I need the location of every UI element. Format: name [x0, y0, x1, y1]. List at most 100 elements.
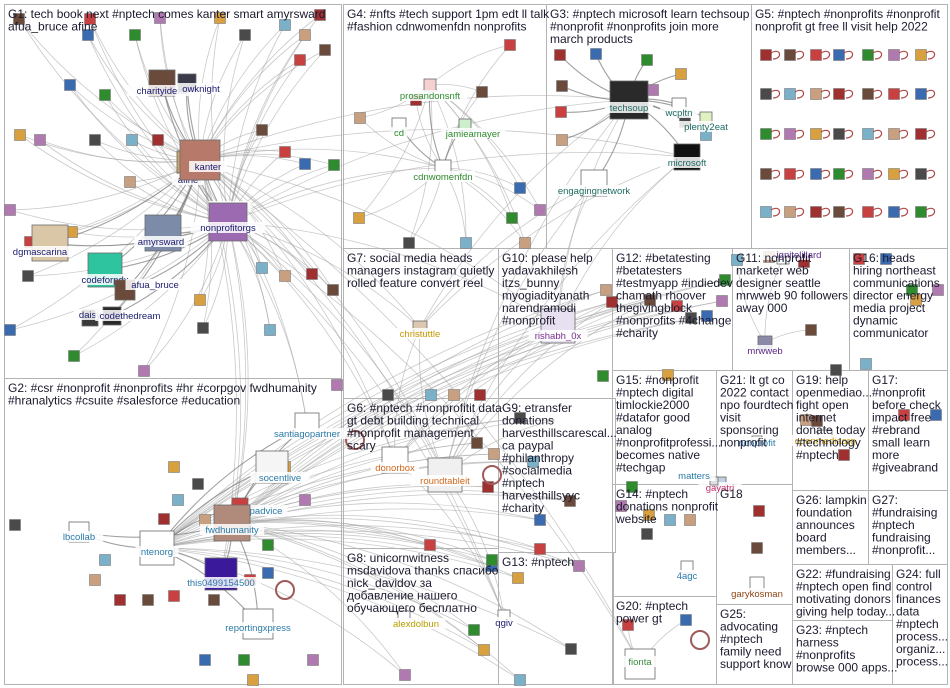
group-title-line: chamath rhoover: [616, 289, 706, 303]
avatar-node: [597, 370, 609, 382]
node-label-bg: [75, 274, 135, 285]
avatar-node: [626, 481, 638, 493]
group-title-line: power gt: [616, 612, 663, 626]
self-loop: [345, 430, 365, 450]
edge: [444, 301, 613, 476]
node-label: codeforpdx: [81, 275, 128, 286]
avatar-node: [888, 49, 900, 61]
group-title-line: organiz...: [896, 642, 945, 656]
group-title-line: openmediao...: [796, 386, 872, 400]
avatar-node: [138, 365, 150, 377]
group-title-line: director energy: [853, 289, 933, 303]
avatar-node: [514, 674, 526, 686]
group-title-line: G21: lt gt co: [720, 373, 785, 387]
edge: [156, 279, 726, 549]
avatar-node: [13, 13, 25, 25]
node-label-bg: [199, 524, 265, 535]
avatar-node: [306, 268, 318, 280]
group-title-line: managers instagram quietly: [347, 264, 494, 278]
edge: [18, 18, 229, 223]
avatar-node: [888, 128, 900, 140]
self-loop: [794, 129, 805, 139]
edge: [87, 34, 229, 223]
avatar-node: [760, 168, 772, 180]
group-title-line: announces: [796, 518, 855, 532]
node-label: daisy: [79, 310, 101, 321]
self-loop: [275, 580, 295, 600]
group-title-line: #philanthropy: [502, 451, 574, 465]
avatar-node: [810, 168, 822, 180]
avatar-node: [299, 494, 311, 506]
node-label-bg: [410, 171, 476, 182]
avatar-node: [476, 86, 488, 98]
group-title-line: #techgap: [616, 461, 666, 475]
group-title-line: media project: [853, 301, 926, 315]
group-title-line: G10: please help: [502, 251, 593, 265]
avatar-node: [784, 128, 796, 140]
group-title-line: donations: [502, 414, 554, 428]
group-title-line: #betatesters: [616, 264, 682, 278]
avatar-node: [701, 310, 713, 322]
edge: [429, 84, 467, 244]
avatar-node: [279, 146, 291, 158]
edge: [419, 156, 688, 329]
edge: [394, 327, 421, 461]
node-avatar: [179, 139, 221, 181]
group-title-line: harvesthillsyyc: [502, 489, 580, 503]
group-title-line: msdavidova thanks спасибо: [347, 564, 499, 578]
avatar-node: [256, 262, 268, 274]
avatar-node: [862, 128, 874, 140]
node-label-bg: [673, 570, 701, 581]
avatar-node: [256, 124, 268, 136]
self-loop: [770, 89, 781, 99]
node-label: nonprofitorgs: [200, 223, 256, 234]
edge: [199, 159, 505, 617]
group-title-line: G23: #nptech: [796, 623, 868, 637]
avatar-node: [556, 134, 568, 146]
avatar-node: [915, 168, 927, 180]
avatar-node: [478, 644, 490, 656]
self-loop: [843, 169, 854, 179]
node-label-bg: [127, 85, 197, 96]
node-label: alexdolbun: [393, 619, 439, 630]
node-label-bg: [528, 330, 588, 341]
node-label: christuttle: [400, 329, 441, 340]
group-title-line: G20: #nptech: [616, 599, 688, 613]
group-title-line: #nonprofitprofessi...: [616, 436, 721, 450]
group-title-line: small learn: [872, 436, 930, 450]
avatar-node: [644, 294, 656, 306]
self-loop: [872, 129, 883, 139]
group-title-line: advocating: [720, 620, 778, 634]
avatar-node: [168, 590, 180, 602]
group-box-g2: [4, 378, 342, 685]
group-title-line: away 000: [736, 301, 788, 315]
edge: [73, 221, 229, 357]
group-title-line: G15: #nonprofit: [616, 373, 699, 387]
avatar-node: [327, 284, 339, 296]
self-loop: [925, 89, 936, 99]
self-loop: [820, 129, 831, 139]
avatar-node: [89, 574, 101, 586]
avatar-node: [810, 49, 822, 61]
group-title-line: #nptech: [502, 476, 545, 490]
node-label: padvice: [250, 506, 283, 517]
group-title-line: #nptech: [796, 448, 839, 462]
group-title-line: timlockie2000: [616, 398, 690, 412]
node-label: afine: [178, 175, 199, 186]
avatar-node: [158, 513, 170, 525]
group-title-line: #nptech: [896, 617, 939, 631]
group-title-line: G19: help: [796, 373, 848, 387]
edge: [156, 547, 572, 650]
node-label-bg: [95, 310, 165, 321]
self-loop: [820, 89, 831, 99]
node-label: fwdhumanity: [205, 525, 259, 536]
self-loop: [925, 169, 936, 179]
group-title-line: ca paypal: [502, 439, 553, 453]
edge: [156, 453, 495, 549]
self-loop: [794, 89, 805, 99]
